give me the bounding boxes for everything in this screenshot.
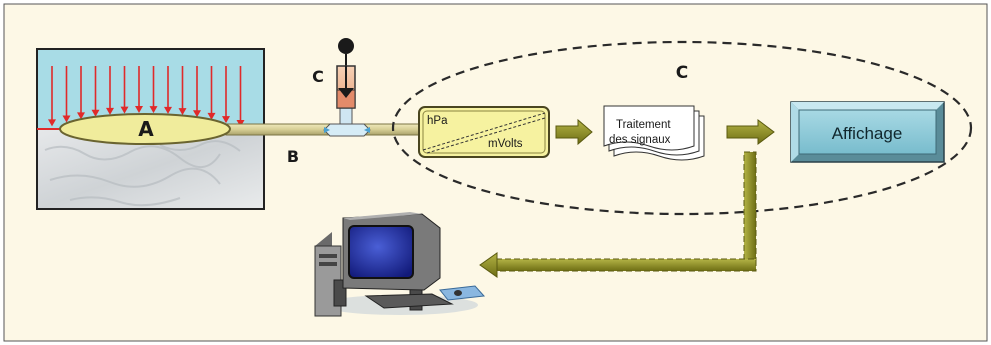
keyboard (364, 293, 454, 309)
tube-b (225, 123, 333, 136)
label-processing-c: C (676, 63, 688, 83)
display-box: Affichage (790, 101, 945, 163)
tube-to-converter (361, 123, 421, 136)
processing-zone-outline (391, 40, 973, 216)
converter-input-unit: hPa (427, 115, 448, 127)
pressure-arrows (48, 66, 245, 127)
flow-arrow-2 (726, 119, 775, 145)
label-balloon-a: A (138, 117, 154, 141)
pressure-arrow-head (48, 119, 56, 127)
syringe-arrow (338, 88, 354, 98)
display-face (798, 109, 937, 155)
converter-inner (422, 110, 546, 154)
processing-line-1: Traitement (616, 119, 671, 131)
pressure-voltage-converter: hPa mVolts (418, 106, 550, 158)
pressure-arrow-head (149, 106, 158, 114)
syringe (336, 38, 356, 109)
display-bevel-left (791, 102, 799, 162)
tower-drive-1 (319, 254, 337, 258)
pressure-arrow-head (222, 116, 230, 124)
converter-divider-1 (422, 112, 546, 151)
pressure-arrow-head (91, 109, 100, 117)
marble-texture (44, 140, 241, 207)
t-connector (323, 107, 371, 137)
pressure-arrow-head (207, 112, 216, 120)
tower-drive-2 (319, 262, 337, 266)
pressure-arrow-head (178, 108, 187, 116)
pressure-arrow-head (193, 110, 201, 118)
display-bevel-top (791, 102, 944, 110)
flow-path-to-computer (479, 151, 757, 278)
flow-arrowhead (479, 252, 498, 278)
mouse (454, 290, 462, 296)
pressure-arrow-head (120, 106, 129, 114)
label-syringe-c: C (312, 67, 324, 86)
computer-icon (314, 212, 486, 317)
document-front (603, 105, 695, 151)
flow-arrow-1 (555, 118, 593, 146)
processing-line-2: des signaux (609, 134, 671, 146)
converter-box (418, 106, 550, 158)
monitor-top (343, 212, 422, 220)
display-label: Affichage (832, 124, 903, 143)
pressure-arrow-head (62, 115, 71, 123)
flow-horizontal (495, 258, 757, 272)
converter-divider-2 (426, 117, 546, 154)
connector-body (323, 123, 371, 137)
connector-stem (339, 107, 353, 125)
syringe-knob (338, 38, 354, 54)
pressure-arrow-head (106, 107, 114, 115)
monitor-screen (348, 225, 414, 279)
pressure-arrow-head (164, 106, 172, 114)
pressure-arrow-head (77, 112, 85, 120)
label-tube-b: B (287, 147, 299, 166)
converter-output-unit: mVolts (488, 138, 523, 150)
pressure-arrow-head (135, 106, 143, 114)
flow-vertical (743, 151, 757, 267)
balloon-sensor (59, 113, 231, 145)
signal-processing-documents: Traitement des signaux (603, 105, 705, 161)
